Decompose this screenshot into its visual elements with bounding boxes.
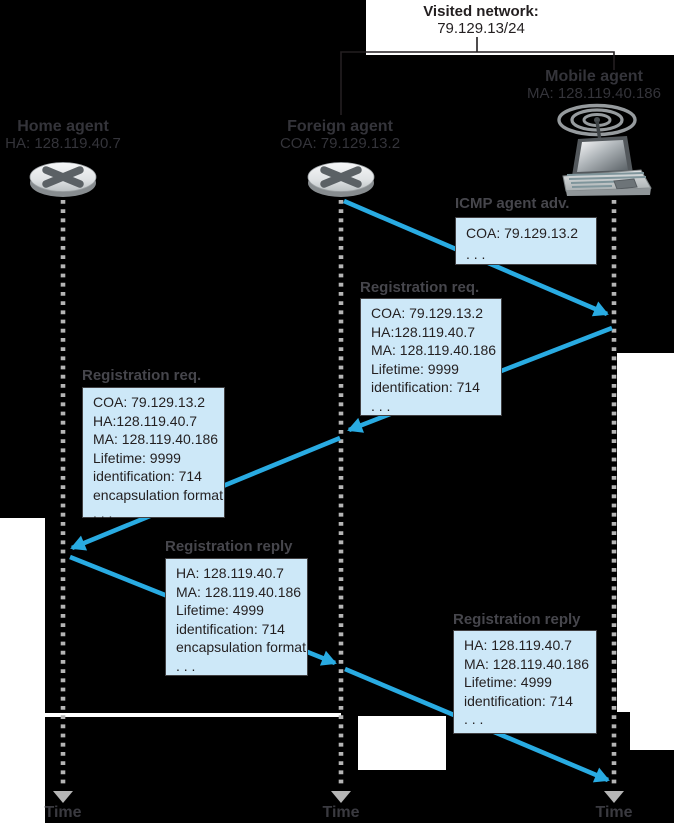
home-agent-address: HA: 128.119.40.7	[5, 135, 121, 152]
msg-line: MA: 128.119.40.186	[371, 342, 497, 358]
msg-line: MA: 128.119.40.186	[176, 583, 302, 600]
foreign-time-arrowhead-icon	[331, 791, 351, 803]
mobile-time-arrowhead-icon	[604, 791, 624, 803]
white-backdrop-foreign-bottom	[358, 716, 446, 770]
msg-reg-reply-left-label: Registration reply	[165, 538, 293, 555]
msg-line: Lifetime: 4999	[464, 674, 552, 690]
home-time-arrowhead-icon	[53, 791, 73, 803]
msg-line: MA: 128.119.40.186	[93, 431, 219, 447]
home-agent-name: Home agent	[17, 118, 109, 135]
msg-line: Lifetime: 9999	[371, 360, 459, 377]
msg-line: COA: 79.129.13.2	[93, 394, 206, 410]
foreign-agent-name: Foreign agent	[287, 118, 393, 135]
msg-line: . . .	[93, 505, 113, 521]
msg-line: HA:128.119.40.7	[371, 323, 476, 340]
visited-network-bracket	[340, 37, 615, 115]
home-agent-caption: Home agent HA: 128.119.40.7	[0, 118, 126, 152]
msg-line: HA: 128.119.40.7	[176, 565, 284, 581]
msg-reg-reply-right-label: Registration reply	[453, 611, 581, 628]
msg-line: identification: 714	[464, 692, 573, 709]
msg-reg-req-right-box: COA: 79.129.13.2 HA:128.119.40.7 MA: 128…	[360, 298, 502, 416]
mobile-agent-caption: Mobile agent MA: 128.119.40.186	[518, 68, 670, 102]
msg-reg-req-right-label: Registration req.	[360, 279, 480, 296]
foreign-agent-caption: Foreign agent COA: 79.129.13.2	[275, 118, 405, 152]
white-backdrop-top	[366, 0, 674, 55]
msg-line: encapsulation format	[93, 486, 223, 503]
mobile-agent-name: Mobile agent	[545, 68, 643, 85]
msg-reg-reply-right-box: HA: 128.119.40.7 MA: 128.119.40.186 Life…	[453, 630, 597, 734]
msg-reg-req-left-box: COA: 79.129.13.2 HA:128.119.40.7 MA: 128…	[82, 387, 225, 521]
msg-icmp-adv-label: ICMP agent adv.	[455, 195, 570, 212]
white-backdrop-strip	[45, 713, 341, 717]
mobile-time-label: Time	[595, 804, 633, 821]
foreign-time-label: Time	[322, 804, 360, 821]
msg-reg-req-left-label: Registration req.	[82, 367, 202, 384]
msg-line: encapsulation format	[176, 639, 306, 655]
white-backdrop-right-bottom	[630, 712, 674, 750]
msg-line: . . .	[371, 397, 391, 414]
visited-network-caption: Visited network: 79.129.13/24	[391, 3, 571, 37]
msg-line: . . .	[176, 657, 196, 674]
foreign-router-icon	[307, 162, 375, 197]
mobile-agent-address: MA: 128.119.40.186	[527, 85, 661, 102]
msg-icmp-adv-box: COA: 79.129.13.2 . . .	[455, 217, 597, 265]
msg-line: HA: 128.119.40.7	[464, 637, 572, 653]
white-backdrop-left-column	[0, 518, 45, 823]
msg-line: . . .	[466, 246, 486, 262]
msg-line: identification: 714	[93, 468, 202, 484]
msg-reg-reply-left-box: HA: 128.119.40.7 MA: 128.119.40.186 Life…	[165, 558, 308, 676]
msg-line: . . .	[464, 711, 484, 727]
msg-line: Lifetime: 4999	[176, 602, 264, 618]
laptop-wifi-icon	[557, 103, 652, 196]
timelines	[60, 200, 617, 787]
white-backdrop-right-column	[617, 353, 674, 712]
home-time-label: Time	[44, 804, 82, 821]
msg-line: MA: 128.119.40.186	[464, 655, 590, 672]
timeline-arrowheads	[53, 791, 624, 803]
msg-line: HA:128.119.40.7	[93, 412, 198, 429]
msg-line: COA: 79.129.13.2	[466, 225, 579, 241]
visited-network-title: Visited network:	[423, 3, 539, 20]
visited-network-prefix: 79.129.13/24	[437, 20, 525, 37]
msg-line: COA: 79.129.13.2	[371, 305, 484, 321]
foreign-agent-address: COA: 79.129.13.2	[279, 135, 401, 152]
home-router-icon	[29, 162, 97, 197]
msg-line: Lifetime: 9999	[93, 449, 181, 466]
msg-line: identification: 714	[176, 620, 285, 637]
msg-line: identification: 714	[371, 379, 480, 395]
